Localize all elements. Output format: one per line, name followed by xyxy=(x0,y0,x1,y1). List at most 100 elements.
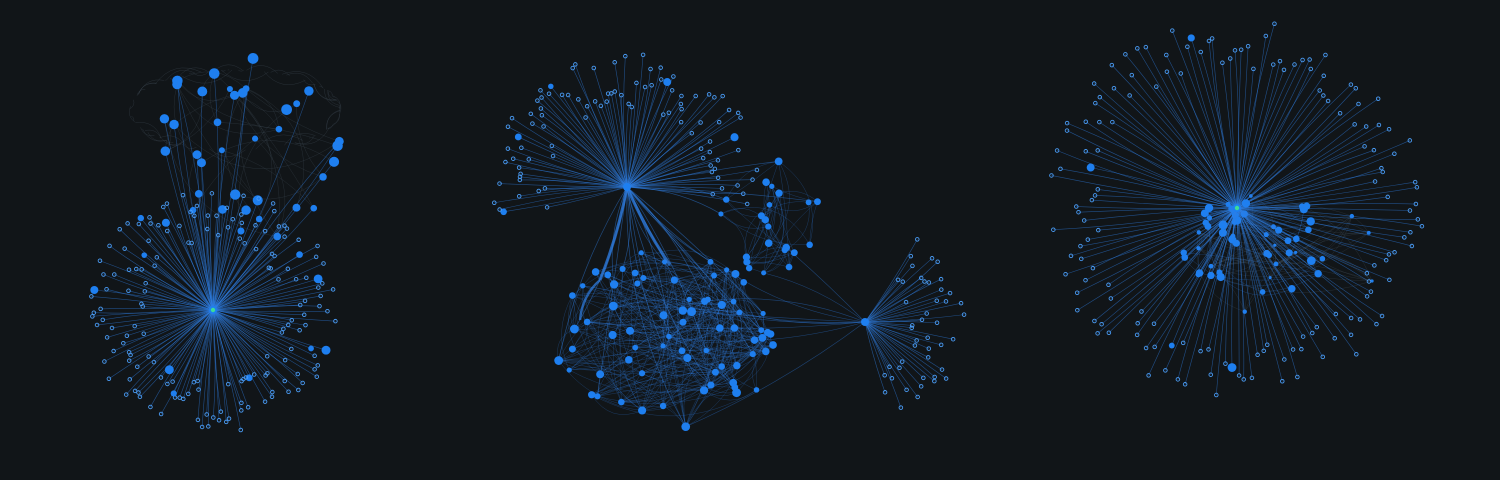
graph-edge xyxy=(746,252,795,263)
graph-edge xyxy=(521,147,628,188)
graph-edge xyxy=(245,88,280,130)
graph-edge xyxy=(621,301,705,403)
graph-leaf-node xyxy=(122,246,127,251)
graph-leaf-node xyxy=(320,281,325,286)
graph-edge xyxy=(179,225,214,311)
graph-leaf-node xyxy=(281,326,286,332)
graph-leaf-node xyxy=(698,146,704,151)
graph-node xyxy=(638,406,647,415)
graph-edge xyxy=(864,277,922,323)
graph-edge xyxy=(726,161,779,200)
graph-edge xyxy=(626,186,736,275)
graph-leaf-node xyxy=(1123,52,1128,57)
graph-edge xyxy=(308,137,311,139)
graph-edge xyxy=(198,309,214,390)
graph-edge xyxy=(1210,265,1246,312)
graph-edge xyxy=(1056,150,1238,209)
graph-edge xyxy=(641,252,686,427)
graph-edge xyxy=(623,56,628,188)
graph-edge xyxy=(572,295,643,411)
graph-leaf-node xyxy=(1380,169,1385,175)
graph-edge xyxy=(864,321,938,324)
graph-edge xyxy=(1236,149,1374,209)
graph-edge xyxy=(864,321,916,346)
graph-leaf-node xyxy=(693,93,698,99)
graph-leaf-node xyxy=(194,203,200,209)
graph-leaf-node xyxy=(1178,71,1184,76)
graph-edge xyxy=(746,193,780,258)
graph-leaf-node xyxy=(1129,72,1135,78)
graph-leaf-node xyxy=(253,246,259,252)
graph-edge xyxy=(1236,207,1324,358)
graph-leaf-node xyxy=(1413,201,1419,207)
graph-edge xyxy=(530,113,628,188)
graph-leaf-node xyxy=(1095,331,1100,336)
graph-edge xyxy=(147,132,166,142)
graph-edge xyxy=(696,301,716,373)
graph-leaf-node xyxy=(1164,69,1170,74)
graph-edge xyxy=(681,304,723,352)
graph-edge xyxy=(607,93,628,188)
graph-leaf-node xyxy=(947,290,953,296)
graph-leaf-node xyxy=(1415,217,1421,222)
graph-left xyxy=(89,53,344,433)
graph-leaf-node xyxy=(137,394,143,400)
graph-node xyxy=(736,309,743,316)
graph-edge xyxy=(558,360,716,373)
graph-leaf-node xyxy=(1352,122,1357,127)
graph-edge xyxy=(281,71,324,89)
graph-edge xyxy=(626,114,664,188)
graph-edge xyxy=(698,301,707,351)
graph-edge xyxy=(628,310,683,360)
graph-node xyxy=(141,252,148,258)
graph-edge xyxy=(864,321,929,349)
graph-node xyxy=(703,347,710,354)
graph-edge xyxy=(1236,205,1307,210)
graph-node xyxy=(699,386,709,395)
graph-edge xyxy=(212,214,242,311)
graph-edge xyxy=(212,309,289,326)
graph-leaf-node xyxy=(1392,151,1397,157)
graph-leaf-node xyxy=(659,77,664,82)
graph-edge xyxy=(1236,207,1245,380)
graph-node xyxy=(170,390,177,397)
graph-edge xyxy=(626,186,764,314)
graph-edge xyxy=(864,302,962,323)
graph-edge xyxy=(1077,207,1238,311)
graph-edge xyxy=(629,261,711,332)
graph-leaf-node xyxy=(1163,368,1168,373)
graph-node xyxy=(757,212,765,220)
graph-leaf-node xyxy=(509,115,515,121)
graph-edge xyxy=(558,323,707,361)
graph-leaf-node xyxy=(649,83,654,88)
graph-edge xyxy=(597,330,768,397)
graph-leaf-node xyxy=(1109,62,1115,68)
graph-edge xyxy=(569,350,683,371)
graph-leaf-node xyxy=(912,343,918,348)
graph-node xyxy=(1294,250,1298,255)
graph-edge xyxy=(326,110,341,130)
graph-edge xyxy=(548,93,628,188)
graph-edge xyxy=(212,198,259,311)
graph-leaf-node xyxy=(296,237,301,243)
graph-leaf-node xyxy=(914,338,919,343)
graph-leaf-node xyxy=(195,417,201,423)
graph-edge xyxy=(296,103,324,178)
graph-leaf-node xyxy=(754,167,760,173)
graph-node xyxy=(197,86,208,97)
graph-node xyxy=(591,268,600,276)
graph-edge xyxy=(704,282,744,386)
graph-node xyxy=(588,391,596,399)
graph-leaf-node xyxy=(887,364,892,370)
graph-edge xyxy=(148,309,214,357)
graph-edge xyxy=(724,269,735,329)
graph-node xyxy=(733,361,741,370)
graph-leaf-node xyxy=(584,104,590,109)
graph-leaf-node xyxy=(735,183,740,188)
graph-leaf-node xyxy=(1099,321,1104,327)
graph-leaf-node xyxy=(123,392,129,397)
graph-leaf-node xyxy=(1223,361,1228,366)
graph-leaf-node xyxy=(1385,194,1390,200)
graph-edge xyxy=(547,186,628,208)
